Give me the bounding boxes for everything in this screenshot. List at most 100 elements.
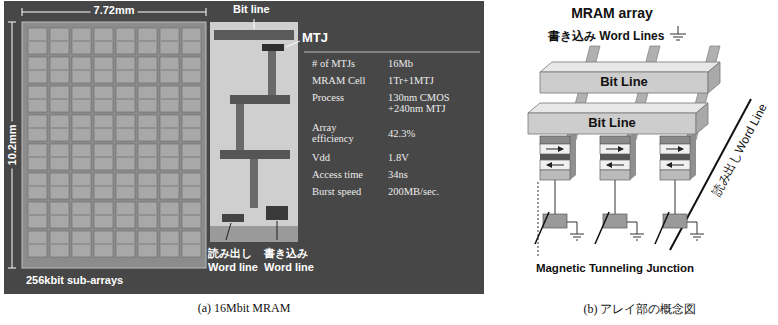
magnetization-arrow	[546, 149, 563, 150]
leader-line	[277, 221, 278, 240]
tunnel-barrier	[540, 154, 570, 160]
mtj-cell	[655, 131, 704, 244]
bit-line-metal	[214, 30, 294, 40]
ground-symbol	[678, 26, 679, 34]
ground-symbol	[673, 37, 683, 38]
sub-array	[116, 144, 135, 170]
via	[250, 159, 258, 208]
part-label: Magnetic Tunneling Junction	[536, 262, 694, 274]
dimension-tick	[8, 268, 16, 269]
decoder-strip	[117, 244, 134, 245]
ground-symbol	[676, 40, 680, 41]
leader-line	[538, 182, 539, 257]
magnetization-arrow	[607, 165, 624, 166]
decoder-strip	[117, 70, 134, 71]
magnetization-arrow	[547, 165, 564, 166]
decoder-strip	[73, 99, 90, 100]
gate-line	[535, 212, 549, 244]
table-cell: 42.3%	[388, 128, 415, 139]
dimension-tick	[22, 8, 23, 16]
bit-line-label: Bit Line	[588, 116, 636, 131]
mtj-top-electrode	[660, 136, 690, 144]
sub-array	[28, 86, 47, 112]
tunnel-barrier	[660, 154, 690, 160]
sub-array	[116, 86, 135, 112]
ground-wire	[577, 222, 578, 234]
sub-array	[116, 57, 135, 83]
decoder-strip	[73, 128, 90, 129]
ground-wire	[567, 222, 577, 223]
table-cell: Process	[312, 92, 344, 103]
figure-caption: (b) アレイ部の概念図	[584, 301, 697, 318]
mtj-element	[262, 44, 284, 51]
sub-array	[94, 115, 113, 141]
decoder-strip	[51, 215, 68, 216]
decoder-strip	[117, 99, 134, 100]
ground-wire	[637, 222, 638, 234]
cross-section-photo	[210, 22, 298, 242]
dimension-label: 7.72mm	[91, 4, 138, 16]
ground-symbol	[636, 240, 638, 241]
sub-array	[182, 57, 201, 83]
decoder-strip	[117, 128, 134, 129]
mtj-bottom-electrode	[540, 170, 570, 180]
sub-array	[160, 202, 179, 228]
mtj-side	[690, 131, 696, 180]
table-cell: MRAM Cell	[312, 75, 365, 86]
decoder-strip	[139, 157, 156, 158]
sub-array	[94, 144, 113, 170]
ground-symbol	[696, 240, 698, 241]
decoder-strip	[51, 244, 68, 245]
leader-line	[226, 223, 231, 240]
free-layer	[540, 144, 570, 154]
via	[236, 104, 244, 150]
dimension-tick	[206, 8, 207, 16]
decoder-strip	[29, 244, 46, 245]
decoder-strip	[161, 244, 178, 245]
pinned-layer	[660, 160, 690, 170]
sub-array	[160, 57, 179, 83]
sub-array	[28, 144, 47, 170]
decoder-strip	[183, 128, 200, 129]
slab-side	[708, 62, 720, 93]
read-word-line-gate	[222, 214, 244, 222]
mtj-side	[570, 131, 576, 180]
mtj-cell	[595, 131, 644, 244]
panel-heading: MRAM array	[571, 5, 653, 21]
sub-array	[138, 144, 157, 170]
sub-array	[50, 202, 69, 228]
mtj-bottom-electrode	[600, 170, 630, 180]
table-cell: 16Mb	[388, 58, 413, 69]
sub-array	[116, 115, 135, 141]
sub-array	[50, 115, 69, 141]
sub-array	[160, 28, 179, 54]
decoder-strip	[73, 244, 90, 245]
decoder-strip	[95, 244, 112, 245]
sub-array	[94, 86, 113, 112]
decoder-strip	[161, 99, 178, 100]
slab-top	[528, 103, 708, 113]
decoder-strip	[73, 186, 90, 187]
write-word-line	[266, 206, 288, 220]
decoder-strip	[139, 186, 156, 187]
sub-array	[182, 173, 201, 199]
decoder-strip	[117, 215, 134, 216]
sub-array	[72, 57, 91, 83]
sub-array	[138, 57, 157, 83]
part-label: Bit line	[233, 3, 270, 15]
sub-array	[116, 231, 135, 257]
pinned-layer	[600, 160, 630, 170]
free-layer	[660, 144, 690, 154]
bit-line-label: Bit Line	[600, 75, 648, 90]
sub-array	[72, 144, 91, 170]
sub-array	[28, 57, 47, 83]
sub-array	[138, 231, 157, 257]
decoder-strip	[139, 99, 156, 100]
decoder-strip	[51, 41, 68, 42]
decoder-strip	[51, 70, 68, 71]
sub-array	[138, 115, 157, 141]
ground-wire	[687, 222, 697, 223]
decoder-strip	[29, 128, 46, 129]
decoder-strip	[29, 41, 46, 42]
decoder-strip	[95, 157, 112, 158]
